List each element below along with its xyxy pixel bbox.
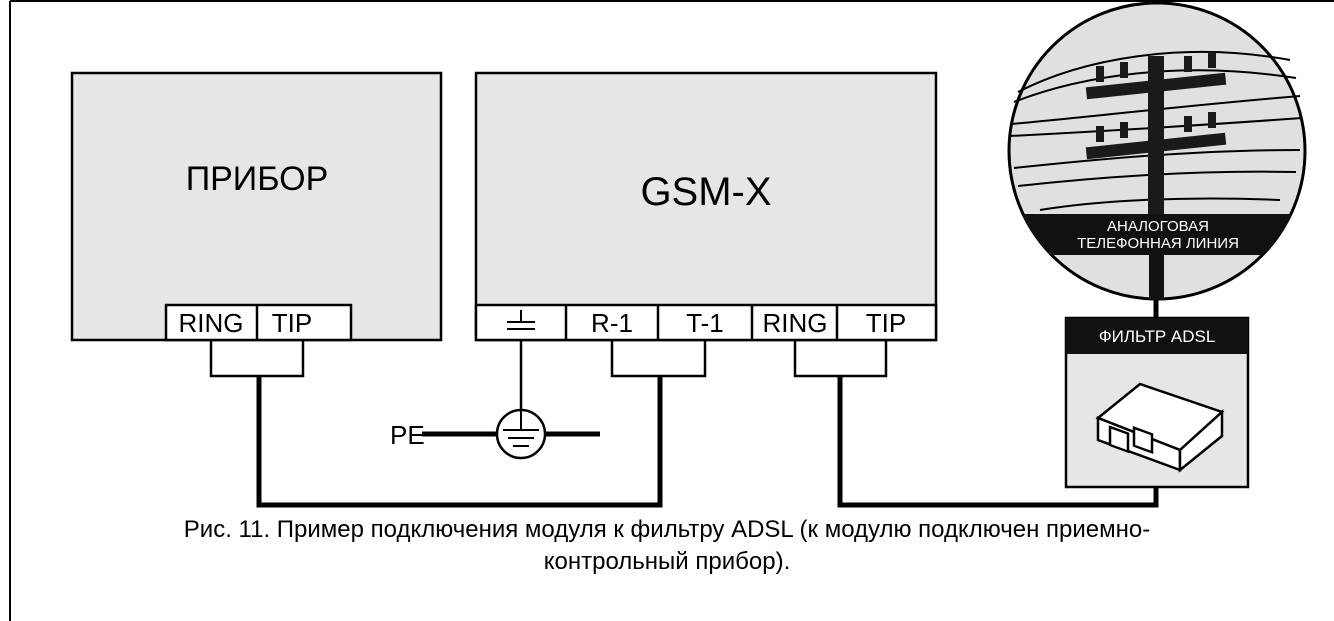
module-phone-link (793, 340, 888, 378)
panel-terminal-tip: TIP (272, 308, 312, 338)
panel-terminal-link (209, 340, 305, 378)
figure-caption: Рис. 11. Пример подключения модуля к фил… (0, 514, 1334, 578)
module-terminal-tip: TIP (866, 308, 906, 338)
panel-to-module-cable (256, 376, 663, 508)
pe-ground-icon (495, 408, 547, 460)
telephone-pole-icon (1085, 52, 1227, 238)
phone-line-illustration: АНАЛОГОВАЯ ТЕЛЕФОННАЯ ЛИНИЯ (1007, 1, 1307, 301)
phone-line-label-1: АНАЛОГОВАЯ (1107, 218, 1209, 235)
wiring (209, 300, 1159, 508)
module-device: GSM-X R-1 T-1 RING TIP (474, 71, 938, 342)
module-box (474, 71, 938, 342)
panel-terminal-ring: RING (179, 308, 244, 338)
phone-line-label-band (1022, 214, 1292, 255)
module-terminal-r1: R-1 (591, 308, 633, 338)
module-terminal-t1: T-1 (686, 308, 724, 338)
panel-device: ПРИБОР RING TIP (70, 71, 443, 342)
module-terminal-block (474, 303, 938, 342)
adsl-splitter-icon (1095, 382, 1225, 473)
adsl-filter-label: ФИЛЬТР ADSL (1099, 327, 1216, 346)
pole-base (1149, 255, 1164, 300)
phone-line-label-2: ТЕЛЕФОННАЯ ЛИНИЯ (1077, 235, 1239, 252)
module-to-filter-cable (837, 376, 1159, 508)
module-label: GSM-X (640, 170, 771, 214)
panel-box (70, 71, 443, 342)
ground-terminal-icon (507, 310, 535, 330)
panel-label: ПРИБОР (186, 160, 329, 198)
panel-terminal-block (164, 303, 353, 342)
pe-label: PE (390, 420, 425, 450)
caption-line-2: контрольный прибор). (543, 548, 791, 575)
module-line-link (610, 340, 707, 378)
adsl-filter-header (1066, 318, 1248, 354)
caption-line-1: Рис. 11. Пример подключения модуля к фил… (183, 516, 1151, 543)
adsl-filter: ФИЛЬТР ADSL (1064, 316, 1250, 489)
module-terminal-ring: RING (763, 308, 828, 338)
